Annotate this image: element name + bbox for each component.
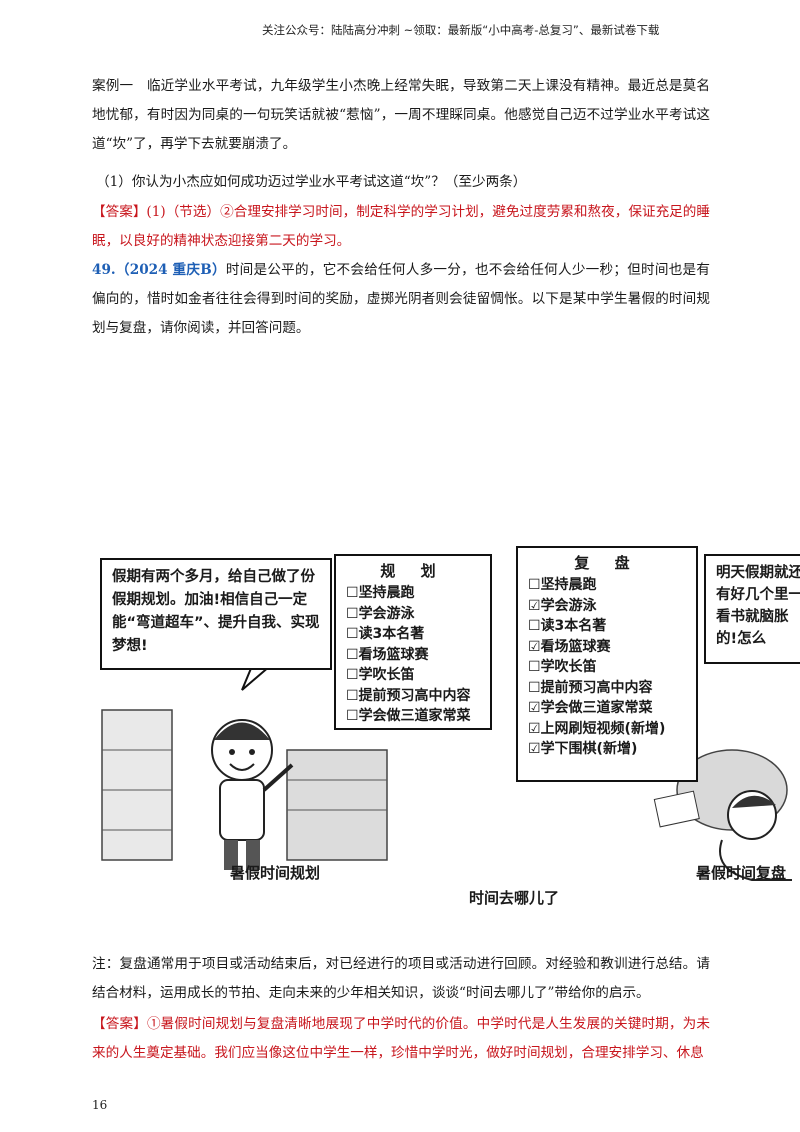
review-item-label: 坚持晨跑	[540, 577, 597, 593]
review-list: 复 盘 ☐坚持晨跑☑学会游泳☐读3本名著☑看场篮球赛☐学吹长笛☐提前预习高中内容…	[516, 546, 698, 782]
question-49-label: 49.（2024 重庆B）	[92, 262, 226, 278]
plan-item: ☐学会游泳	[346, 604, 480, 625]
review-item: ☐提前预习高中内容	[528, 678, 686, 699]
review-item: ☑上网刷短视频(新增)	[528, 719, 686, 740]
review-item: ☑看场篮球赛	[528, 637, 686, 658]
checked-box-icon: ☑	[528, 638, 541, 655]
answer-1: 【答案】(1)（节选）②合理安排学习时间，制定科学的学习计划，避免过度劳累和熬夜…	[92, 204, 710, 249]
review-item-label: 学会做三道家常菜	[540, 700, 653, 716]
plan-item-label: 提前预习高中内容	[358, 687, 471, 704]
page-number: 16	[92, 1098, 108, 1112]
plan-item: ☐看场篮球赛	[346, 645, 480, 666]
review-item: ☐读3本名著	[528, 616, 686, 637]
caption-title: 时间去哪儿了	[469, 889, 560, 907]
checked-box-icon: ☑	[528, 720, 541, 737]
note-paragraph: 注：复盘通常用于项目或活动结束后，对已经进行的项目或活动进行回顾。对经验和教训进…	[92, 956, 710, 1001]
review-item-label: 读3本名著	[540, 618, 607, 634]
checkbox-icon: ☐	[346, 585, 359, 601]
checkbox-icon: ☐	[346, 708, 359, 724]
plan-item-label: 坚持晨跑	[358, 585, 415, 601]
plan-item-label: 看场篮球赛	[358, 646, 429, 663]
plan-item: ☐提前预习高中内容	[346, 686, 480, 707]
speech-bubble-plan: 假期有两个多月，给自己做了份假期规划。加油!相信自己一定能“弯道超车”、提升自我…	[100, 558, 332, 670]
speech-bubble-review: 明天假期就还有好几个里一看书就脑胀的!怎么	[704, 554, 800, 664]
review-item-label: 学吹长笛	[540, 659, 597, 675]
review-item: ☑学会做三道家常菜	[528, 698, 686, 719]
question-49-text: 时间是公平的，它不会给任何人多一分，也不会给任何人少一秒；但时间也是有偏向的，惜…	[92, 262, 710, 336]
question-1: （1）你认为小杰应如何成功迈过学业水平考试这道“坎”？（至少两条）	[96, 174, 527, 190]
review-item: ☑学会游泳	[528, 596, 686, 617]
case-paragraph: 案例一 临近学业水平考试，九年级学生小杰晚上经常失眠，导致第二天上课没有精神。最…	[92, 78, 710, 152]
caption-review: 暑假时间复盘	[696, 864, 787, 882]
review-item-label: 上网刷短视频(新增)	[540, 720, 666, 737]
plan-item: ☐学会做三道家常菜	[346, 706, 480, 727]
plan-item-label: 读3本名著	[358, 626, 425, 642]
review-item-label: 学会游泳	[540, 597, 597, 614]
caption-plan: 暑假时间规划	[230, 864, 321, 882]
cartoon-illustration: 假期有两个多月，给自己做了份假期规划。加油!相信自己一定能“弯道超车”、提升自我…	[92, 540, 800, 940]
answer-2: 【答案】①暑假时间规划与复盘清晰地展现了中学时代的价值。中学时代是人生发展的关键…	[92, 1016, 710, 1061]
checkbox-icon: ☐	[528, 679, 541, 696]
page-header: 关注公众号：陆陆高分冲刺 ~领取：最新版“小中高考-总复习”、最新试卷下载	[262, 23, 660, 37]
review-item-label: 看场篮球赛	[540, 638, 611, 655]
checkbox-icon: ☐	[346, 687, 359, 704]
plan-item: ☐学吹长笛	[346, 665, 480, 686]
review-item: ☑学下围棋(新增)	[528, 739, 686, 760]
plan-list: 规 划 ☐坚持晨跑☐学会游泳☐读3本名著☐看场篮球赛☐学吹长笛☐提前预习高中内容…	[334, 554, 492, 730]
checkbox-icon: ☐	[346, 646, 359, 663]
review-item-label: 学下围棋(新增)	[540, 741, 638, 757]
plan-item-label: 学吹长笛	[358, 667, 415, 683]
checkbox-icon: ☐	[528, 577, 541, 593]
plan-item: ☐读3本名著	[346, 624, 480, 645]
checked-box-icon: ☑	[528, 741, 541, 757]
checkbox-icon: ☐	[346, 667, 359, 683]
checkbox-icon: ☐	[528, 618, 541, 634]
cartoon-drawing	[101, 644, 792, 881]
plan-items: ☐坚持晨跑☐学会游泳☐读3本名著☐看场篮球赛☐学吹长笛☐提前预习高中内容☐学会做…	[346, 583, 480, 727]
question-49: 49.（2024 重庆B）时间是公平的，它不会给任何人多一分，也不会给任何人少一…	[92, 256, 710, 343]
review-title: 复 盘	[574, 554, 640, 572]
checked-box-icon: ☑	[528, 700, 541, 716]
checked-box-icon: ☑	[528, 597, 541, 614]
plan-title: 规 划	[380, 562, 446, 580]
plan-item-label: 学会游泳	[358, 605, 415, 622]
checkbox-icon: ☐	[346, 626, 359, 642]
plan-item-label: 学会做三道家常菜	[358, 708, 471, 724]
checkbox-icon: ☐	[346, 605, 359, 622]
review-item-label: 提前预习高中内容	[540, 679, 653, 696]
checkbox-icon: ☐	[528, 659, 541, 675]
review-item: ☐学吹长笛	[528, 657, 686, 678]
review-items: ☐坚持晨跑☑学会游泳☐读3本名著☑看场篮球赛☐学吹长笛☐提前预习高中内容☑学会做…	[528, 575, 686, 760]
review-item: ☐坚持晨跑	[528, 575, 686, 596]
plan-item: ☐坚持晨跑	[346, 583, 480, 604]
